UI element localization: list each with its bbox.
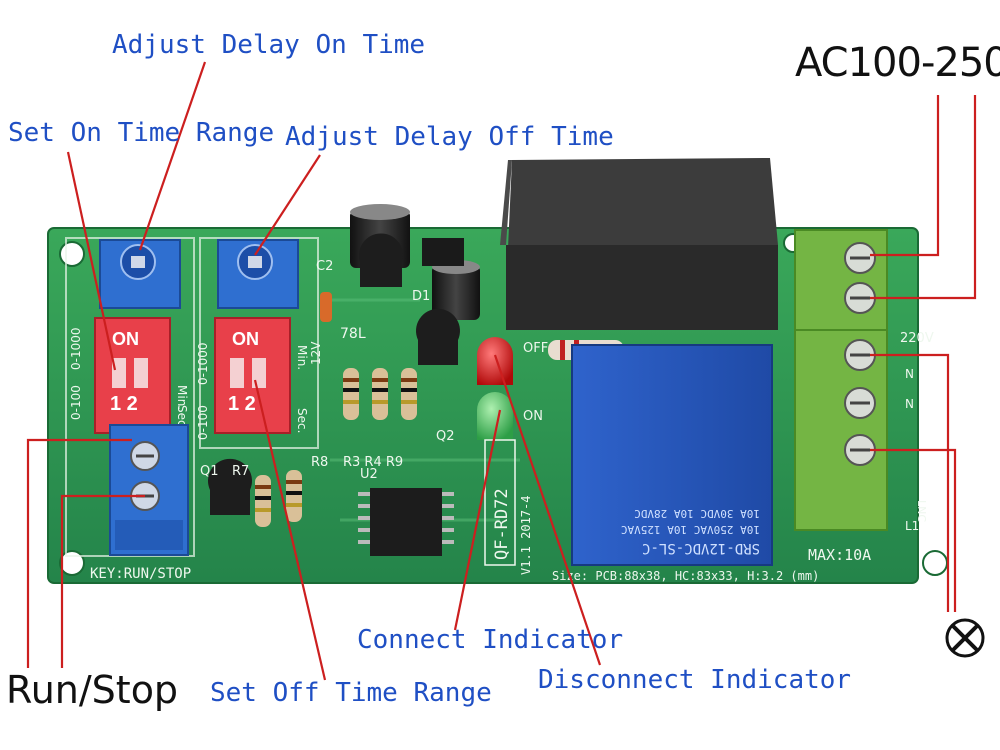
diode xyxy=(320,292,332,322)
mounting-hole xyxy=(59,550,85,576)
connect-indicator-led xyxy=(477,392,513,440)
silk-lnc: LNC xyxy=(915,500,928,522)
silk-min: Min. xyxy=(175,385,189,410)
relay-rating-text: 10A 250VAC 10A 125VAC xyxy=(621,523,760,536)
transistor-regulator xyxy=(359,233,403,287)
silk-min: Min. xyxy=(295,345,309,370)
set-on-range-label: Set On Time Range xyxy=(8,118,275,148)
disconnect-indicator-label: Disconnect Indicator xyxy=(538,665,852,695)
mounting-hole xyxy=(922,550,948,576)
dip-on-text: ON xyxy=(232,329,259,349)
on-range-dip-switch[interactable]: ON 1 2 xyxy=(94,317,171,434)
ac-voltage-label: AC100-250V xyxy=(795,40,1000,86)
run-stop-terminal-block[interactable] xyxy=(109,424,189,556)
annotation-pointers xyxy=(26,61,977,681)
relay: SRD-12VDC-SL-C 10A 250VAC 10A 125VAC 10A… xyxy=(571,344,773,566)
silk-l1: L1 xyxy=(905,519,919,533)
silk-range-0-100: 0-100 xyxy=(196,405,210,440)
ac-input-terminal-block[interactable] xyxy=(794,229,888,331)
silk-r7: R7 xyxy=(232,464,249,479)
silk-u2: U2 xyxy=(360,467,378,482)
silk-range-0-1000: 0-1000 xyxy=(69,327,83,370)
silk-resistor-labels: R3 R4 R9 xyxy=(343,455,403,470)
dip-number-text: 1 2 xyxy=(110,393,138,415)
pcb-size-text: Size: PCB:88x38, HC:83x33, H:3.2 (mm) xyxy=(552,569,819,583)
silk-12v: 12V xyxy=(309,341,323,365)
adjust-delay-off-label: Adjust Delay Off Time xyxy=(285,122,614,152)
model-text: QF-RD72 xyxy=(492,488,512,560)
disconnect-indicator-led xyxy=(477,337,513,385)
resistor xyxy=(255,475,271,527)
max-current-text: MAX:10A xyxy=(808,546,871,564)
version-text: V1.1 2017-4 xyxy=(519,496,533,575)
resistor xyxy=(343,368,359,420)
silk-c2: C2 xyxy=(316,259,333,274)
silk-on: ON xyxy=(523,409,543,424)
smd-component xyxy=(422,238,464,266)
silk-sec: Sec. xyxy=(295,408,309,433)
resistor xyxy=(286,470,302,522)
key-run-stop-silk: KEY:RUN/STOP xyxy=(90,566,191,582)
silk-d1: D1 xyxy=(412,289,430,304)
mounting-hole xyxy=(59,241,85,267)
dip-on-text: ON xyxy=(112,329,139,349)
relay-model-text: SRD-12VDC-SL-C xyxy=(642,540,760,556)
ic-chip xyxy=(358,488,454,556)
silk-q2: Q2 xyxy=(436,429,455,444)
adjust-delay-on-label: Adjust Delay On Time xyxy=(112,30,426,60)
power-module xyxy=(500,158,778,330)
load-output-terminal-block[interactable] xyxy=(794,329,888,531)
lamp-icon xyxy=(945,618,985,658)
relay-rating-text: 10A 30VDC 10A 28VDC xyxy=(634,507,760,520)
dip-number-text: 1 2 xyxy=(228,393,256,415)
off-range-dip-switch[interactable]: ON 1 2 xyxy=(214,317,291,434)
connect-indicator-label: Connect Indicator xyxy=(357,625,624,655)
on-time-potentiometer[interactable] xyxy=(99,239,181,309)
silk-n: N xyxy=(905,367,914,381)
set-off-range-label: Set Off Time Range xyxy=(210,678,492,708)
transistor-q2 xyxy=(416,308,460,365)
resistor xyxy=(401,368,417,420)
silk-off: OFF xyxy=(523,341,548,356)
silk-78l: 78L xyxy=(340,326,366,342)
transistor-q1 xyxy=(208,458,252,515)
run-stop-label: Run/Stop xyxy=(6,668,179,712)
silk-range-0-1000: 0-1000 xyxy=(196,342,210,385)
silk-n: N xyxy=(905,397,914,411)
silk-range-0-100: 0-100 xyxy=(69,385,83,420)
silk-q1: Q1 xyxy=(200,464,219,479)
resistor xyxy=(372,368,388,420)
silk-r8: R8 xyxy=(311,455,328,470)
silk-220v: 220V xyxy=(900,331,934,346)
model-silk: QF-RD72 V1.1 2017-4 xyxy=(484,439,533,575)
